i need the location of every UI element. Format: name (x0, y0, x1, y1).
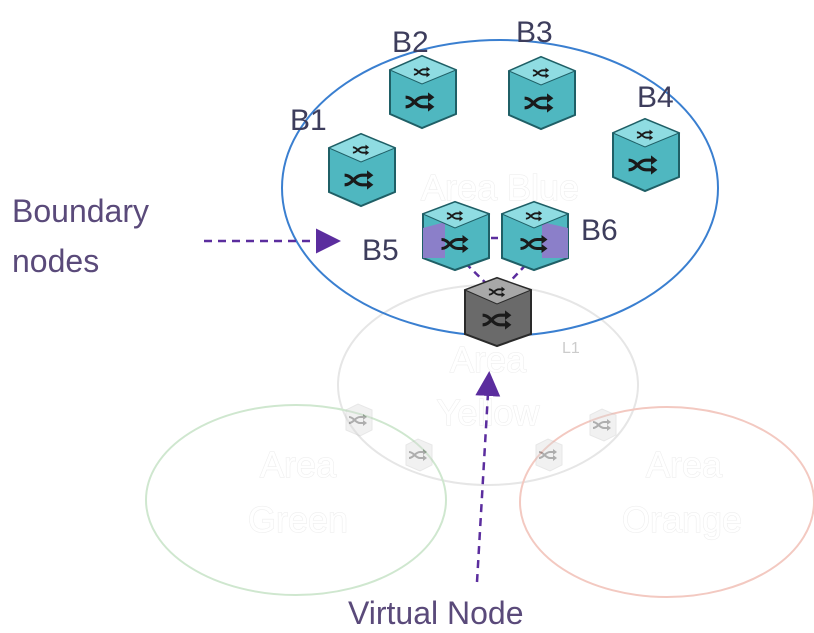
boundary-nodes-label-line1: Boundary (12, 193, 149, 229)
faint-switch-icon (589, 408, 617, 442)
boundary-nodes-label-line2: nodes (12, 243, 99, 279)
area-green-ellipse (145, 404, 447, 596)
area-yellow-label-line2: Yellow (437, 392, 541, 433)
node-b3-switch-icon (507, 55, 577, 131)
area-orange-ellipse (519, 406, 814, 598)
node-b6-switch-icon (500, 200, 570, 272)
node-b4-switch-icon (611, 117, 681, 193)
node-l1-label: L1 (562, 340, 580, 357)
area-orange-label-line2: Orange (622, 499, 742, 540)
node-b5-switch-icon (421, 200, 491, 272)
node-b2-label: B2 (392, 26, 429, 59)
node-b4-label: B4 (637, 81, 674, 114)
node-b1-label: B1 (290, 104, 327, 137)
node-l1-virtual-switch-icon (463, 276, 533, 348)
area-green-label-line1: Area (260, 444, 337, 485)
virtual-node-label: Virtual Node (348, 595, 524, 631)
faint-switch-icon (535, 438, 563, 472)
node-b6-label: B6 (581, 214, 618, 247)
area-green-label-line2: Green (248, 499, 348, 540)
faint-switch-icon (345, 403, 373, 437)
node-b5-label: B5 (362, 234, 399, 267)
area-yellow-label-line1: Area (450, 339, 527, 380)
node-b3-label: B3 (516, 16, 553, 49)
node-b2-switch-icon (388, 54, 458, 130)
virtual-node-arrow (475, 371, 501, 583)
area-blue-label: Area Blue (421, 167, 579, 208)
node-b1-switch-icon (327, 132, 397, 208)
faint-switch-icon (405, 438, 433, 472)
area-orange-label-line1: Area (646, 444, 723, 485)
